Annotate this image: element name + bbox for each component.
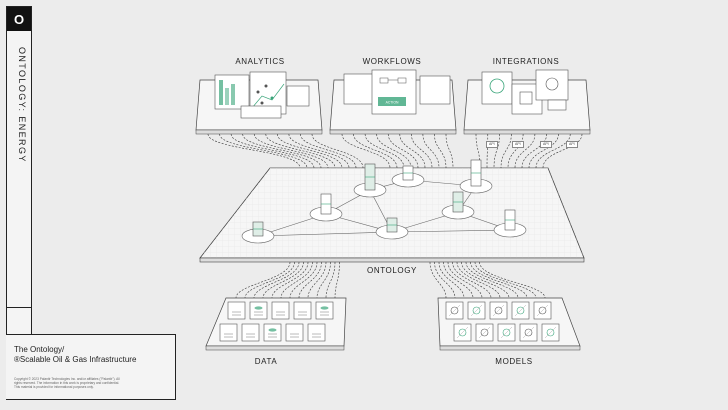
data-source-tile: [293, 301, 312, 320]
models-label: MODELS: [495, 357, 533, 366]
integrations-label: INTEGRATIONS: [492, 57, 560, 66]
data-label: DATA: [254, 357, 278, 366]
data-source-tile: [307, 323, 326, 342]
caption-subtitle: ®Scalable Oil & Gas Infrastructure: [14, 355, 137, 364]
api-tag: API: [566, 141, 578, 148]
asset-node: [353, 163, 387, 198]
model-tile: [475, 323, 494, 342]
brand-logo: O: [7, 7, 31, 31]
data-source-tile: [241, 323, 260, 342]
analytics-platform: [195, 71, 323, 135]
data-source-tile: [219, 323, 238, 342]
models-platform: [437, 297, 581, 351]
model-tile: [541, 323, 560, 342]
ontology-nodes: [241, 159, 527, 244]
model-tile: [445, 301, 464, 320]
asset-node: [441, 191, 475, 220]
model-tile: [533, 301, 552, 320]
asset-node: [391, 165, 425, 188]
workflows-label: WORKFLOWS: [362, 57, 422, 66]
model-tile: [511, 301, 530, 320]
data-source-tile: [315, 301, 334, 320]
analytics-label: ANALYTICS: [235, 57, 285, 66]
api-tag: API: [512, 141, 524, 148]
asset-node: [459, 159, 493, 194]
model-tile: [489, 301, 508, 320]
bottom-connectors: [235, 261, 546, 299]
ontology-label: ONTOLOGY: [367, 266, 417, 275]
integrations-platform: [463, 69, 591, 135]
data-source-tile: [271, 301, 290, 320]
copyright-note: Copyright © 2023 Palantir Technologies I…: [14, 377, 120, 389]
ontology-platform: [199, 167, 585, 263]
asset-node: [309, 193, 343, 222]
model-tile: [453, 323, 472, 342]
data-source-tile: [285, 323, 304, 342]
asset-node: [375, 217, 409, 240]
data-source-tile: [249, 301, 268, 320]
asset-node: [493, 209, 527, 238]
data-source-tile: [227, 301, 246, 320]
model-tile: [497, 323, 516, 342]
data-source-tile: [263, 323, 282, 342]
data-platform: [205, 297, 347, 351]
workflows-platform: ACTION: [329, 69, 457, 135]
model-tile: [519, 323, 538, 342]
caption-title: The Ontology/: [14, 345, 65, 354]
top-connectors: [207, 133, 583, 169]
asset-node: [241, 221, 275, 244]
workflow-action-button: [378, 97, 406, 106]
model-tile: [467, 301, 486, 320]
sidebar-divider: [7, 307, 31, 308]
api-tag: API: [486, 141, 498, 148]
workflow-action-label: ACTION: [386, 101, 399, 105]
api-tag: API: [540, 141, 552, 148]
caption-box: The Ontology/ ®Scalable Oil & Gas Infras…: [6, 334, 176, 400]
